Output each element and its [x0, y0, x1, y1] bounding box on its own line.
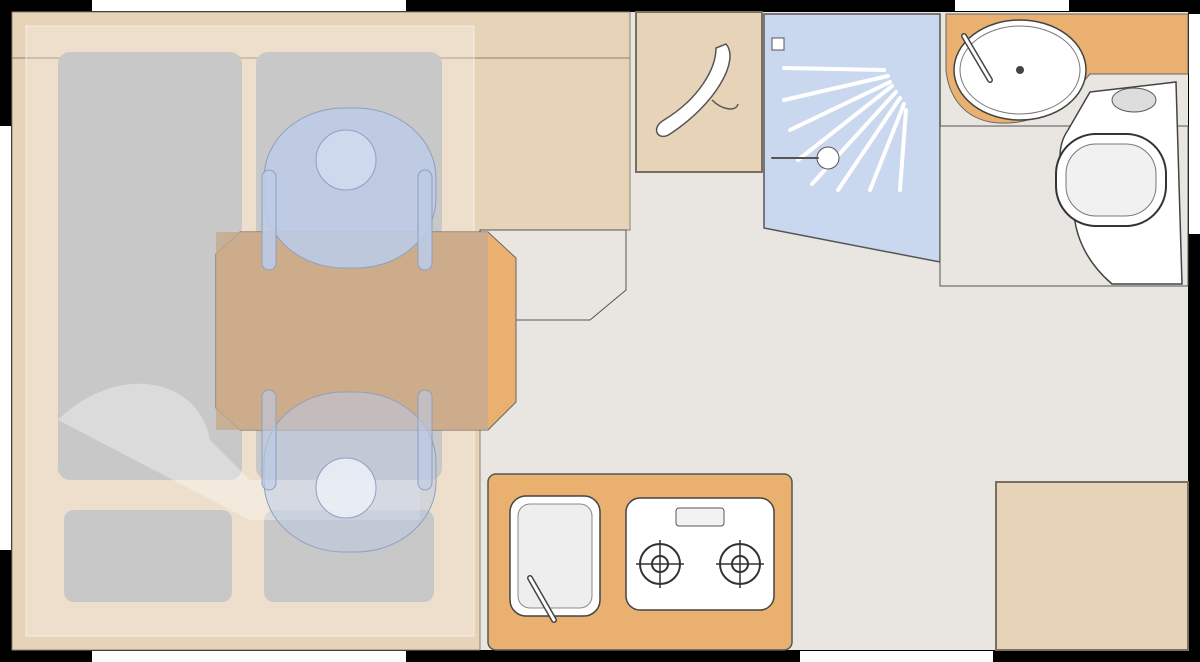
toilet-icon: [1055, 81, 1183, 285]
right-cabinet: [995, 481, 1189, 651]
window-bottom-mid: [800, 651, 993, 662]
hob-icon: [625, 497, 775, 611]
sink-icon: [509, 495, 601, 623]
washbasin-icon: [953, 19, 1087, 121]
window-top-right: [955, 0, 1069, 11]
window-top-left: [92, 0, 406, 11]
cushion-back-left: [58, 52, 242, 480]
window-bottom-left: [92, 651, 406, 662]
window-left: [0, 126, 11, 550]
shower-icon: [771, 37, 908, 192]
dinette-icon: [261, 107, 437, 553]
hanger-icon: [655, 43, 739, 138]
cushion-front-left: [64, 510, 232, 602]
window-right: [1189, 14, 1200, 234]
